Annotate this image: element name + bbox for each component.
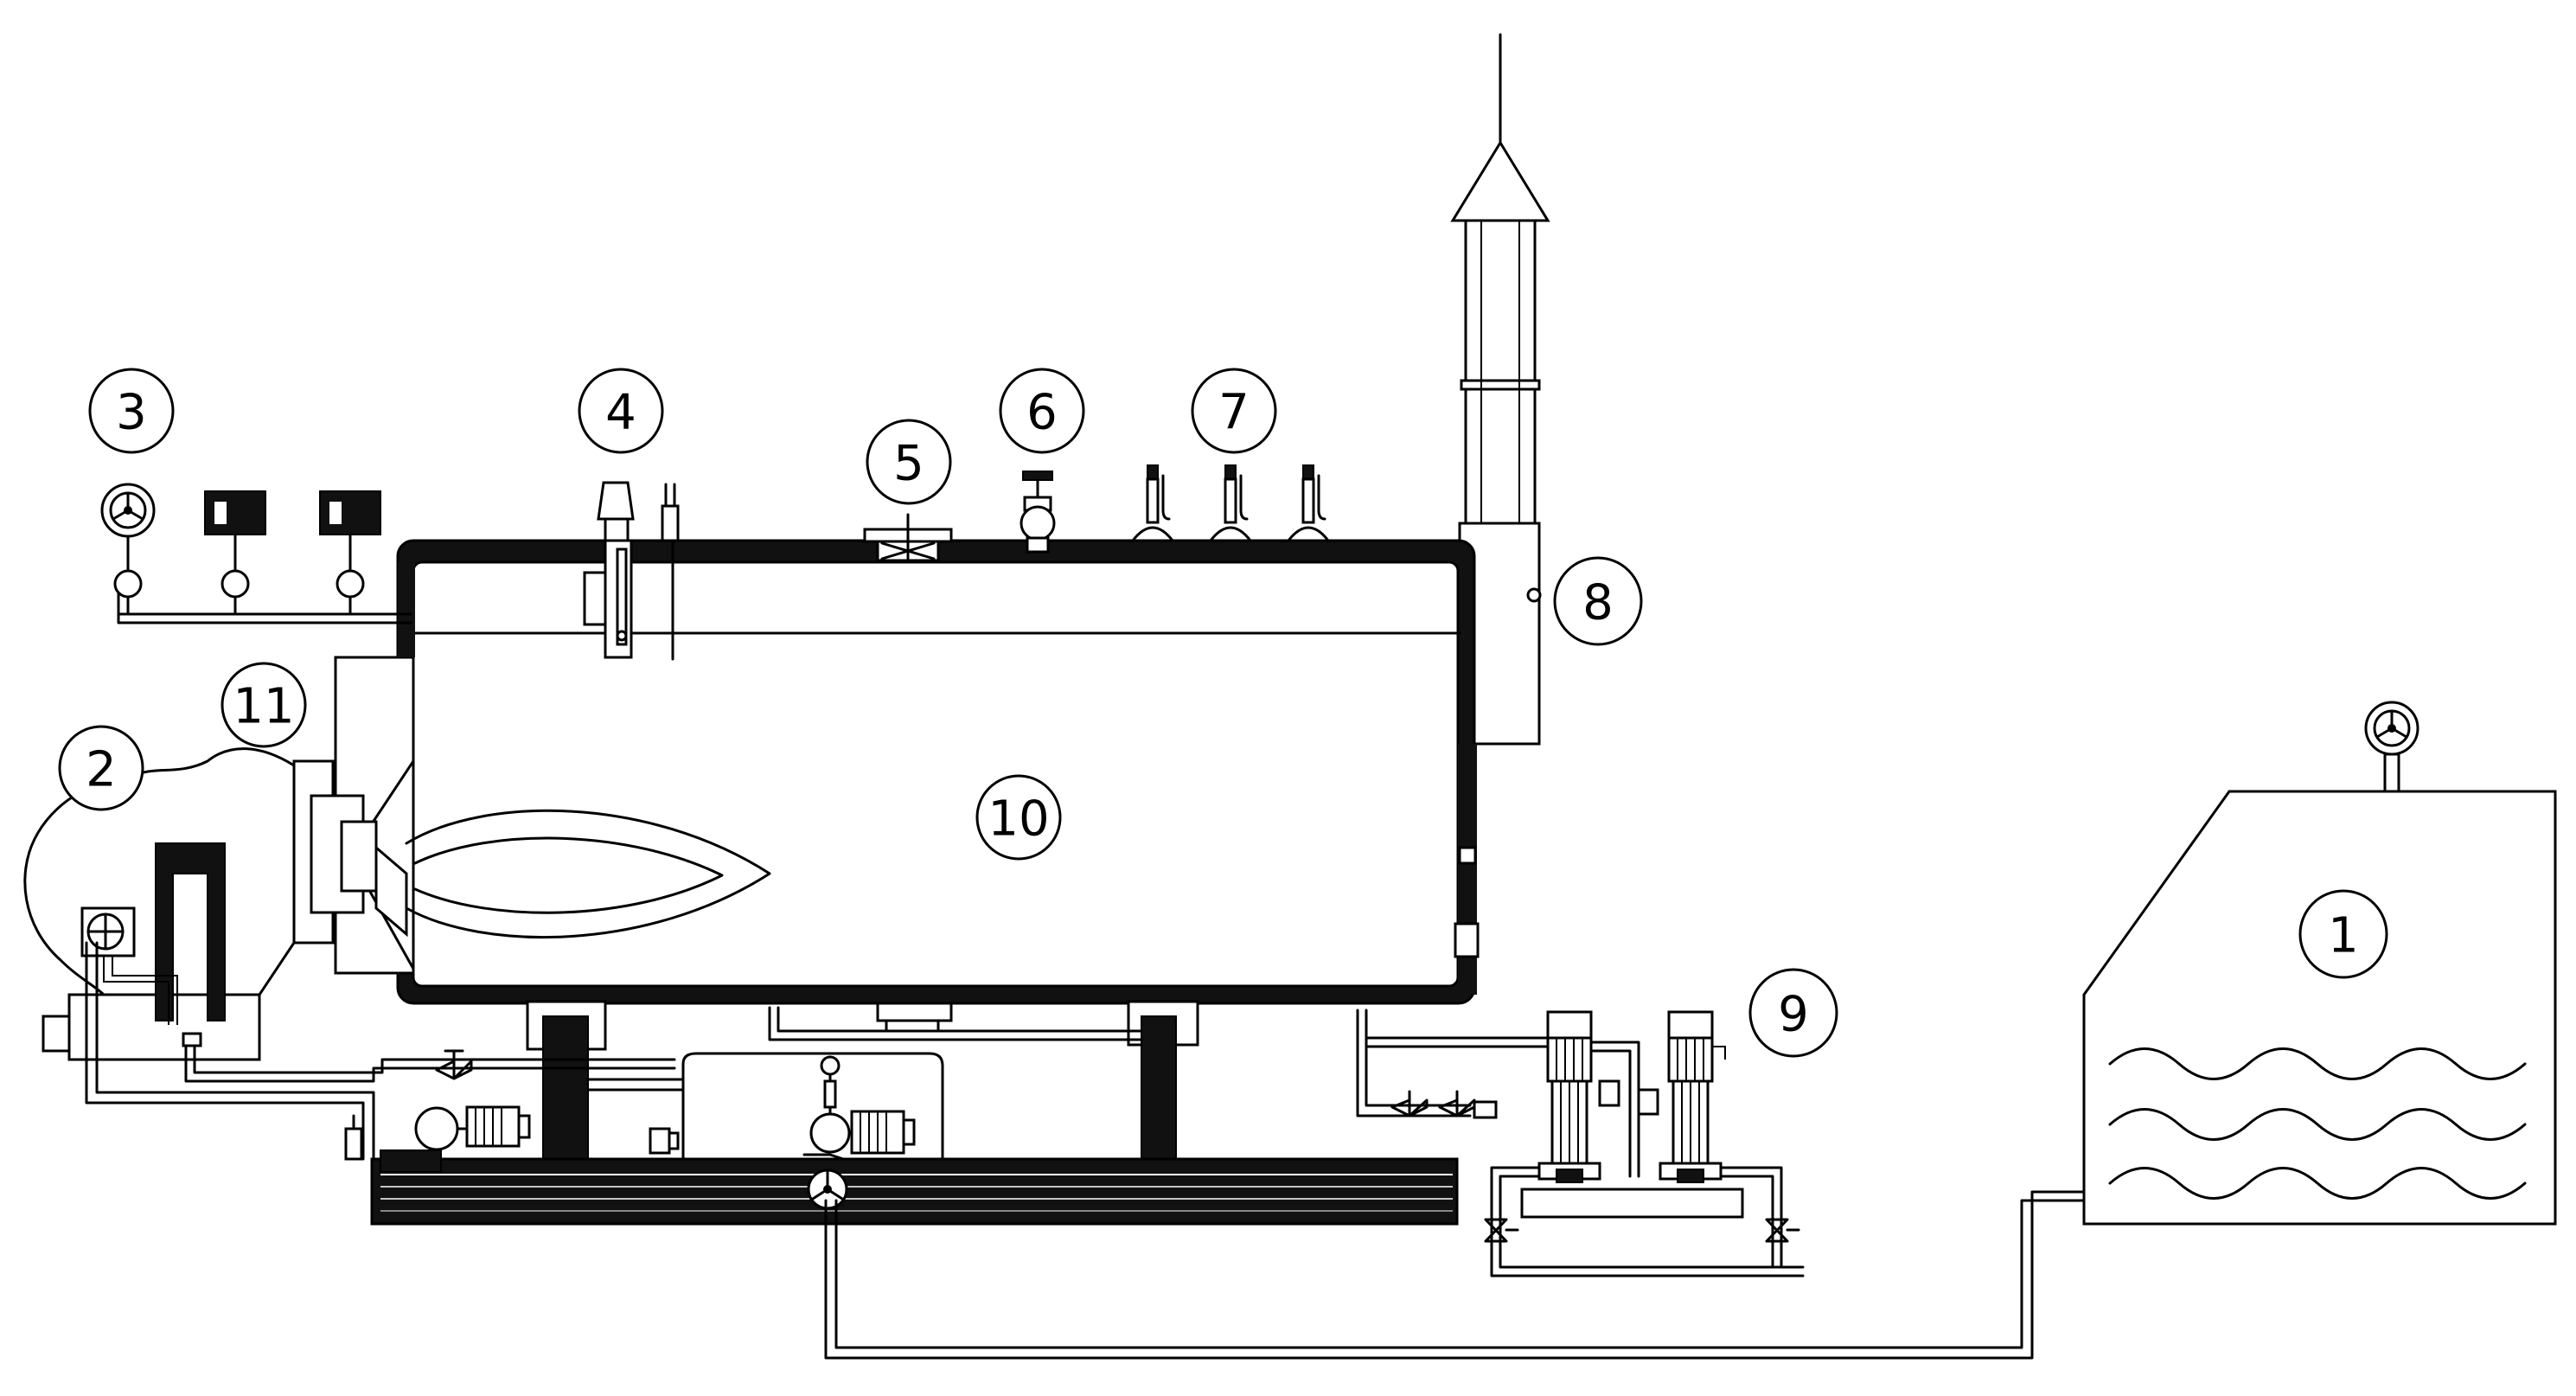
flame-icon: [405, 809, 771, 939]
callout-10: 10: [975, 774, 1062, 861]
support-saddle-right: [1127, 1000, 1199, 1160]
callout-10-label: 10: [988, 791, 1049, 848]
blowdown-piping: [1356, 1009, 1498, 1119]
burner: [23, 747, 296, 1061]
callout-2: 2: [58, 725, 144, 811]
callout-7: 7: [1191, 368, 1277, 454]
safety-valve-3-icon: [1285, 464, 1332, 542]
callout-9-label: 9: [1778, 987, 1809, 1043]
pump-manifold: [1484, 1041, 1805, 1278]
pressure-controller-2-icon: [319, 490, 381, 616]
circulation-loop: [586, 1052, 944, 1161]
pump-feed-line: [1365, 1036, 1550, 1048]
callout-8: 8: [1553, 556, 1643, 646]
water-level-gauge: [583, 481, 680, 661]
callout-2-label: 2: [86, 742, 117, 798]
tank-gauge-icon: [2364, 701, 2419, 793]
pressure-instruments: [100, 483, 412, 624]
boiler-shell: [396, 539, 1480, 1005]
tank-supply-pipe: [824, 1190, 2086, 1360]
callout-4-label: 4: [605, 385, 636, 441]
callout-5-label: 5: [893, 436, 924, 492]
pressure-gauge-icon: [100, 483, 156, 616]
callout-1-label: 1: [2328, 908, 2359, 964]
callout-3-label: 3: [116, 385, 147, 441]
burner-cone: [292, 757, 415, 974]
safety-valve-2-icon: [1207, 464, 1254, 542]
feed-pump-icon: [802, 1055, 916, 1161]
drain-sump: [768, 1002, 1143, 1041]
callout-5: 5: [866, 419, 952, 505]
chimney: [1450, 33, 1550, 525]
callout-6-label: 6: [1026, 385, 1058, 441]
safety-valve-1-icon: [1129, 464, 1176, 542]
water-pump-2-icon: [1659, 1010, 1726, 1183]
safety-valves: [1129, 464, 1332, 542]
callout-4: 4: [578, 368, 664, 454]
callout-9: 9: [1748, 968, 1838, 1058]
callout-3: 3: [88, 368, 175, 454]
water-tank: [2082, 701, 2557, 1226]
callout-6: 6: [999, 368, 1085, 454]
callout-1: 1: [2298, 889, 2388, 979]
callout-7-label: 7: [1218, 385, 1250, 441]
water-pump-1-icon: [1537, 1010, 1601, 1183]
base-frame: [370, 1157, 1459, 1226]
main-steam-valve-icon: [1020, 471, 1056, 554]
manhole: [863, 513, 953, 562]
callout-11-label: 11: [233, 679, 294, 735]
callout-11: 11: [221, 662, 307, 748]
fuel-piping: [85, 941, 676, 1161]
callout-8-label: 8: [1582, 575, 1614, 631]
fuel-pump-icon: [380, 1105, 531, 1173]
water-wave-icons: [2108, 1047, 2527, 1200]
pressure-controller-1-icon: [204, 490, 266, 616]
feedwater-valve-icon: [807, 1169, 848, 1210]
